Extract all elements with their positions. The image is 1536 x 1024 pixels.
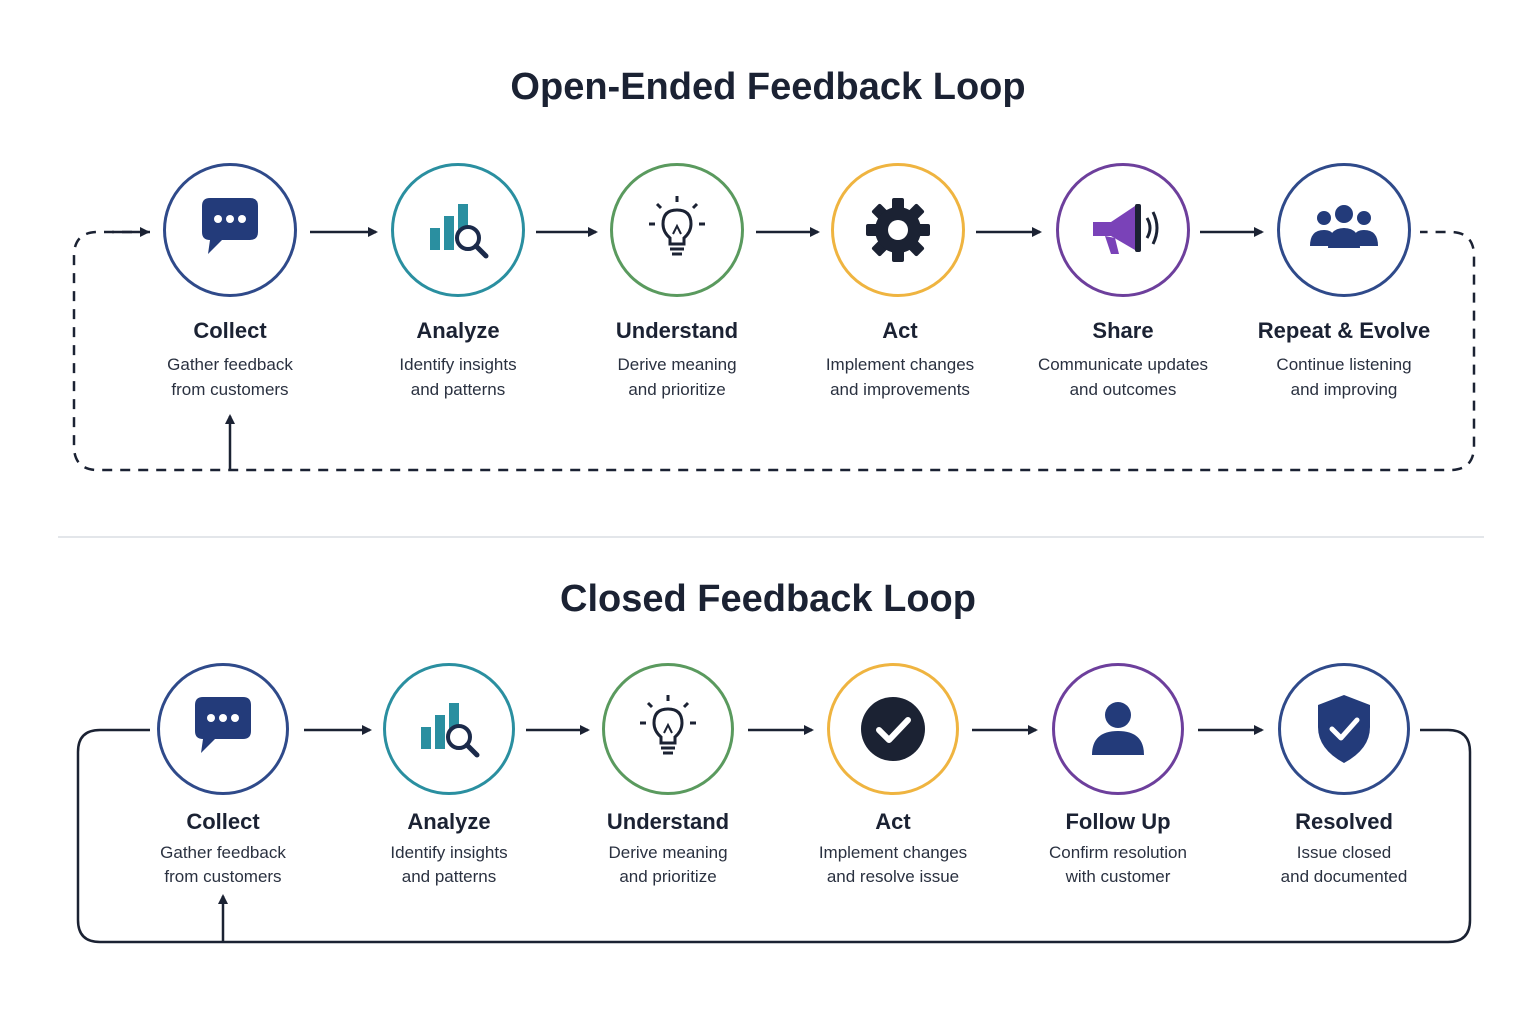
bar-chart-magnifier-icon <box>430 204 489 259</box>
closed-act-desc-line1: Implement changes <box>818 843 968 862</box>
lightbulb-icon <box>649 196 705 256</box>
open-repeat-circle <box>1277 163 1411 297</box>
people-group-icon <box>1310 205 1378 248</box>
open-collect-desc-line2: from customers <box>171 380 289 399</box>
open-collect-desc-line1: Gather feedback <box>167 355 293 374</box>
open-collect-circle <box>163 163 297 297</box>
shield-check-icon <box>1318 695 1370 763</box>
closed-collect-label: Collect <box>186 809 260 834</box>
open-act-desc-line1: Implement changes <box>825 355 975 374</box>
open-understand-label: Understand <box>615 318 739 343</box>
open-analyze-desc-line2: and patterns <box>410 380 506 399</box>
gear-icon <box>866 198 930 262</box>
closed-collect-desc-line2: from customers <box>164 867 282 886</box>
open-analyze-circle <box>391 163 525 297</box>
closed-understand-desc-line1: Derive meaning <box>608 843 728 862</box>
closed-resolved-circle <box>1278 663 1410 795</box>
open-analyze-desc-line1: Identify insights <box>399 355 517 374</box>
closed-collect-circle <box>157 663 289 795</box>
bar-chart-magnifier-icon <box>421 703 480 758</box>
chat-bubble-icon <box>195 697 251 753</box>
chat-bubble-icon <box>202 198 258 254</box>
open-analyze-label: Analyze <box>416 318 500 343</box>
open-loop-title: Open-Ended Feedback Loop <box>510 66 1026 108</box>
closed-act-label: Act <box>875 809 911 834</box>
closed-follow-up-desc-line2: with customer <box>1065 867 1171 886</box>
open-share-desc-line1: Communicate updates <box>1037 355 1209 374</box>
closed-understand-circle <box>602 663 734 795</box>
checkmark-circle-icon <box>861 697 925 761</box>
closed-resolved-label: Resolved <box>1295 809 1393 834</box>
closed-understand-desc-line2: and prioritize <box>619 867 717 886</box>
closed-act-desc-line2: and resolve issue <box>826 867 960 886</box>
open-share-circle <box>1056 163 1190 297</box>
open-act-circle <box>831 163 965 297</box>
open-act-desc-line2: and improvements <box>830 380 970 399</box>
open-loop-return-path <box>72 230 1476 472</box>
closed-analyze-desc-line2: and patterns <box>401 867 497 886</box>
person-icon <box>1092 702 1144 755</box>
open-act-label: Act <box>882 318 918 343</box>
open-repeat-desc-line2: and improving <box>1290 380 1398 399</box>
closed-loop-title: Closed Feedback Loop <box>560 578 976 620</box>
open-understand-desc-line2: and prioritize <box>628 380 726 399</box>
open-repeat-label: Repeat & Evolve <box>1257 318 1431 343</box>
closed-analyze-circle <box>383 663 515 795</box>
closed-understand-label: Understand <box>606 809 730 834</box>
closed-resolved-desc-line2: and documented <box>1280 867 1408 886</box>
closed-loop-return-path <box>76 728 1472 944</box>
closed-follow-up-circle <box>1052 663 1184 795</box>
open-share-desc-line2: and outcomes <box>1069 380 1177 399</box>
closed-analyze-desc-line1: Identify insights <box>390 843 508 862</box>
closed-follow-up-label: Follow Up <box>1065 809 1171 834</box>
open-repeat-desc-line1: Continue listening <box>1276 355 1412 374</box>
closed-resolved-desc-line1: Issue closed <box>1296 843 1392 862</box>
section-divider <box>58 536 1484 538</box>
megaphone-icon <box>1093 204 1159 254</box>
closed-collect-desc-line1: Gather feedback <box>160 843 286 862</box>
lightbulb-icon <box>640 695 696 755</box>
open-loop-connectors <box>72 227 1476 472</box>
closed-act-circle <box>827 663 959 795</box>
open-share-label: Share <box>1092 318 1154 343</box>
open-understand-circle <box>610 163 744 297</box>
closed-follow-up-desc-line1: Confirm resolution <box>1049 843 1187 862</box>
closed-loop-connectors <box>76 725 1472 944</box>
open-understand-desc-line1: Derive meaning <box>617 355 737 374</box>
open-collect-label: Collect <box>193 318 267 343</box>
closed-analyze-label: Analyze <box>407 809 491 834</box>
